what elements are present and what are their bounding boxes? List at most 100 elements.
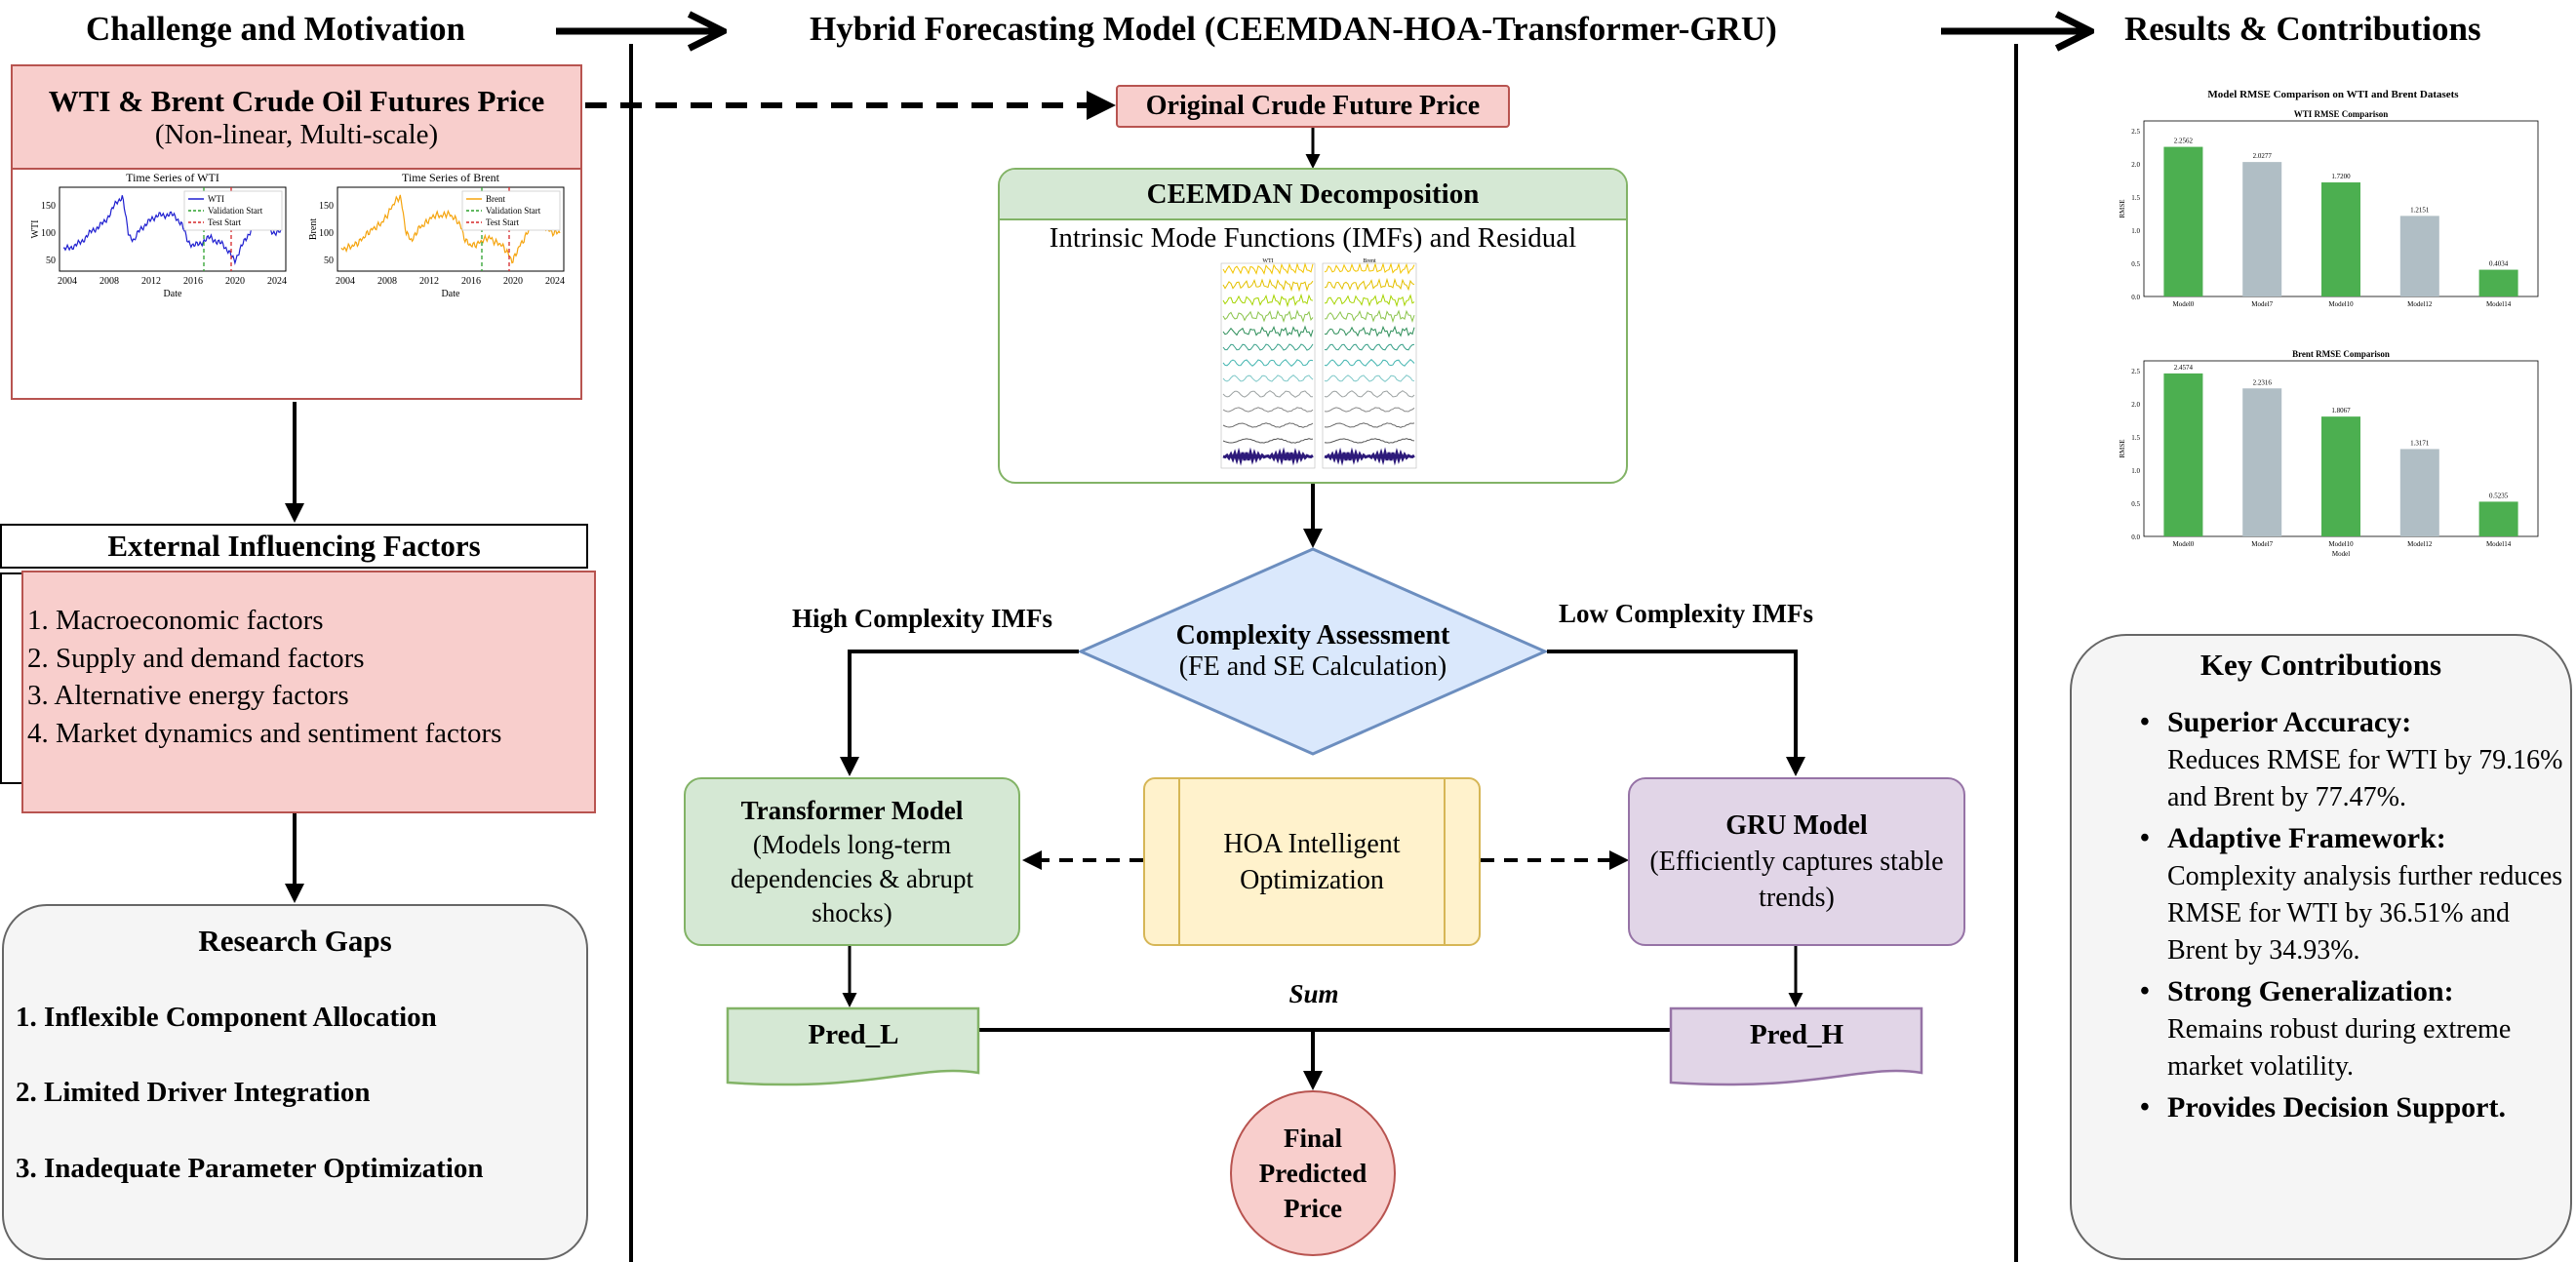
transformer-title: Transformer Model — [740, 795, 964, 825]
rmse-bar — [2163, 373, 2203, 536]
imf-trace — [1222, 309, 1314, 324]
rmse-bar-label: 0.5235 — [2489, 492, 2509, 499]
imf-trace — [1324, 375, 1415, 382]
imf-trace — [1324, 438, 1415, 444]
ts-xtick: 2020 — [225, 276, 245, 287]
ts-xtick: 2012 — [419, 276, 439, 287]
imf-trace — [1222, 278, 1314, 293]
imf-trace — [1324, 309, 1415, 324]
left-column-heading: Challenge and Motivation — [86, 10, 465, 48]
external-list-bracket — [0, 572, 23, 784]
ts-xtick: 2012 — [141, 276, 161, 287]
rmse-bar-label: 2.2316 — [2253, 378, 2273, 386]
imf-trace — [1324, 422, 1415, 428]
hoa-box: HOA Intelligent Optimization — [1143, 777, 1481, 946]
contributions-title: Key Contributions — [2200, 648, 2442, 682]
imf-trace — [1222, 390, 1314, 398]
rmse-xlabel: Model — [2332, 550, 2350, 558]
imf-trace — [1222, 293, 1314, 308]
external-item: 2. Supply and demand factors — [27, 642, 365, 674]
gru-subtitle: (Efficiently captures stable trends) — [1649, 847, 1944, 913]
gru-box: GRU Model (Efficiently captures stable t… — [1628, 777, 1965, 946]
rmse-subplot: Brent RMSE Comparison0.00.51.01.52.02.5R… — [2119, 349, 2539, 558]
contribution-body: Reduces RMSE for WTI by 79.16% and Brent… — [2167, 745, 2563, 812]
external-item: 3. Alternative energy factors — [27, 680, 349, 711]
ceemdan-box: CEEMDAN Decomposition Intrinsic Mode Fun… — [998, 168, 1628, 484]
rmse-bar-label: 2.4574 — [2174, 364, 2194, 372]
imf-panel-title: WTI — [1262, 258, 1273, 264]
pred-l-label: Pred_L — [808, 1019, 899, 1050]
hoa-line-2: Optimization — [1240, 864, 1384, 895]
contribution-item: Provides Decision Support. — [2128, 1089, 2576, 1127]
ts-xtick: 2024 — [545, 276, 565, 287]
pred-h-label: Pred_H — [1749, 1019, 1844, 1050]
low-complexity-label: Low Complexity IMFs — [1559, 599, 1813, 628]
ceemdan-header: CEEMDAN Decomposition — [1000, 170, 1626, 220]
rmse-bar — [2321, 416, 2360, 536]
rmse-ytick: 2.5 — [2131, 368, 2140, 375]
rmse-bar-label: 1.7200 — [2331, 173, 2351, 180]
ts-ytick: 100 — [319, 228, 334, 239]
contribution-body: Complexity analysis further reduces RMSE… — [2167, 861, 2563, 966]
ts-legend-label: WTI — [208, 194, 224, 204]
wti-brent-subtitle: (Non-linear, Multi-scale) — [154, 118, 439, 150]
ts-xtick: 2008 — [377, 276, 397, 287]
hoa-divider-right — [1444, 779, 1446, 944]
rmse-bar — [2163, 146, 2203, 296]
ts-chart-title: Time Series of WTI — [126, 171, 219, 184]
pred-l-shape — [726, 1006, 980, 1086]
ts-legend-label: Test Start — [486, 217, 520, 227]
original-price-label: Original Crude Future Price — [1145, 91, 1481, 121]
ts-ytick: 150 — [319, 201, 334, 212]
rmse-ytick: 2.5 — [2131, 128, 2140, 136]
high-complexity-label: High Complexity IMFs — [792, 604, 1052, 633]
imf-trace — [1222, 407, 1314, 413]
rmse-ytick: 1.5 — [2131, 434, 2140, 442]
rmse-ylabel: RMSE — [2119, 199, 2126, 217]
sum-label: Sum — [1288, 979, 1339, 1008]
rmse-xtick: Model0 — [2173, 540, 2195, 548]
ts-ylabel: WTI — [30, 220, 41, 239]
pred-h-shape — [1669, 1006, 1923, 1086]
contribution-head: Adaptive Framework: — [2167, 822, 2446, 854]
imf-trace — [1324, 359, 1415, 367]
rmse-ytick: 0.0 — [2131, 533, 2140, 541]
complexity-title: Complexity Assessment — [1175, 620, 1450, 651]
transformer-subtitle: (Models long-term dependencies & abrupt … — [731, 829, 973, 927]
column-divider-right — [2014, 44, 2018, 1262]
hoa-line-1: HOA Intelligent — [1223, 828, 1401, 859]
rmse-ytick: 1.0 — [2131, 467, 2140, 475]
rmse-bar — [2242, 162, 2282, 296]
rmse-xtick: Model10 — [2328, 540, 2354, 548]
ts-legend-label: Brent — [486, 194, 505, 204]
results-chart-title: Model RMSE Comparison on WTI and Brent D… — [2207, 89, 2459, 100]
rmse-ytick: 0.0 — [2131, 294, 2140, 301]
rmse-bar — [2478, 269, 2518, 296]
wti-brent-header: WTI & Brent Crude Oil Futures Price (Non… — [13, 66, 580, 170]
transformer-box: Transformer Model (Models long-term depe… — [684, 777, 1020, 946]
rmse-xtick: Model0 — [2173, 300, 2195, 308]
contribution-item: Strong Generalization: Remains robust du… — [2128, 973, 2576, 1085]
imf-panel-title: Brent — [1363, 258, 1376, 264]
gaps-title: Research Gaps — [198, 924, 392, 958]
middle-column-heading: Hybrid Forecasting Model (CEEMDAN-HOA-Tr… — [810, 10, 1777, 48]
rmse-ytick: 0.5 — [2131, 500, 2140, 508]
ts-xlabel: Date — [442, 289, 460, 299]
rmse-bar-label: 0.4034 — [2489, 260, 2509, 268]
imf-trace — [1324, 261, 1415, 275]
research-gaps-panel: Research Gaps 1. Inflexible Component Al… — [2, 904, 588, 1260]
imf-trace — [1222, 359, 1314, 367]
complexity-subtitle: (FE and SE Calculation) — [1178, 651, 1447, 682]
rmse-xtick: Model12 — [2407, 300, 2433, 308]
imf-trace — [1222, 261, 1314, 275]
rmse-xtick: Model12 — [2407, 540, 2433, 548]
ts-xtick: 2016 — [183, 276, 203, 287]
imf-trace — [1222, 438, 1314, 444]
arrow-high-complexity — [840, 650, 1079, 776]
rmse-subplot: WTI RMSE Comparison0.00.51.01.52.02.5RMS… — [2119, 109, 2539, 308]
rmse-subplot-title: WTI RMSE Comparison — [2294, 109, 2389, 119]
ts-legend-label: Validation Start — [208, 206, 263, 216]
ts-xtick: 2024 — [267, 276, 287, 287]
imf-trace — [1222, 447, 1314, 466]
